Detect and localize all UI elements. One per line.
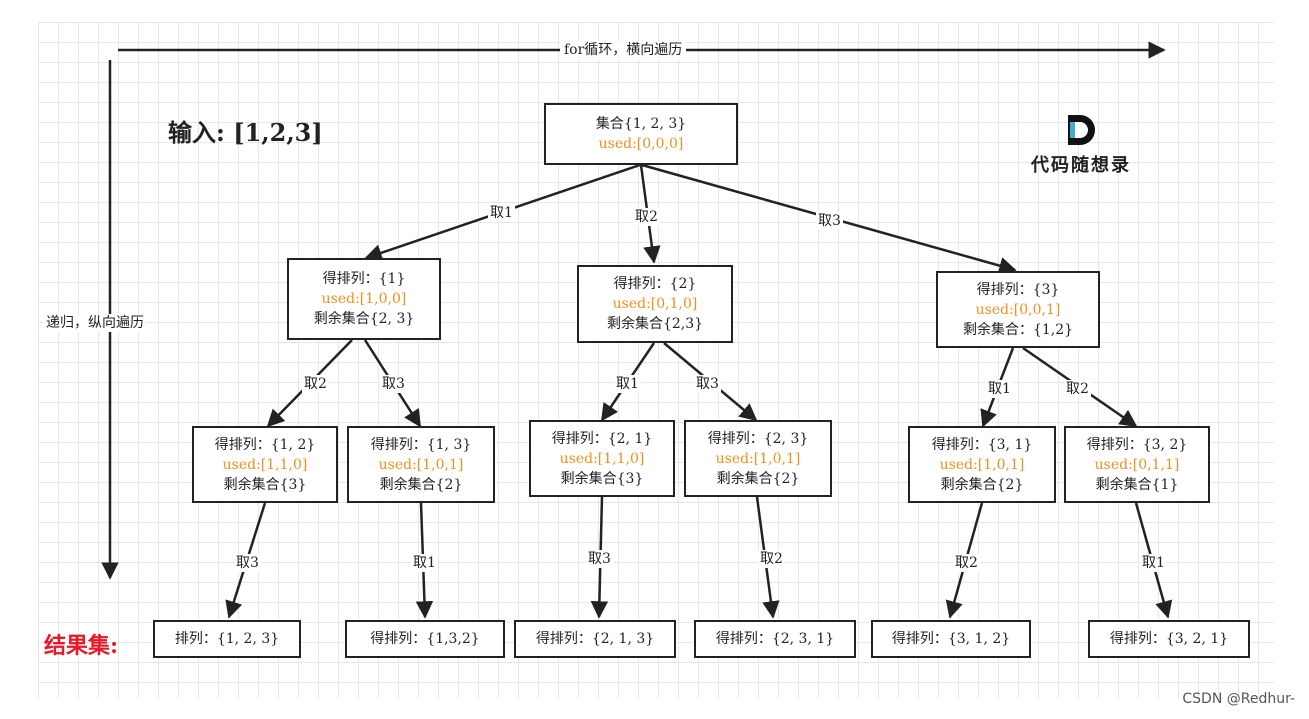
result-node-132: 得排列：{1,3,2} [345, 620, 505, 658]
node-used-text: used:[1,0,1] [715, 450, 801, 467]
node-used-text: used:[0,1,1] [1094, 456, 1180, 473]
input-label: 输入: [1,2,3] [168, 118, 323, 147]
edge-label-l1-2-a: 取1 [614, 375, 641, 393]
node-used-text: used:[1,1,0] [222, 456, 308, 473]
node-permutation-text: 得排列：{2} [613, 276, 697, 292]
result-node-123: 排列：{1, 2, 3} [153, 620, 301, 658]
result-permutation-text: 得排列：{2, 3, 1} [715, 631, 835, 647]
node-used-text: used:[0,0,1] [975, 301, 1061, 318]
result-node-213: 得排列：{2, 1, 3} [514, 620, 676, 658]
node-l1-3: 得排列：{3} used:[0,0,1] 剩余集合：{1,2} [936, 271, 1100, 348]
node-remaining-text: 剩余集合{2, 3} [313, 311, 415, 327]
node-root: 集合{1, 2, 3} used:[0,0,0] [544, 103, 738, 165]
edge-label-l1-3-a: 取1 [986, 380, 1013, 398]
node-l2-21: 得排列：{2, 1} used:[1,1,0] 剩余集合{3} [529, 420, 675, 497]
edge-label-l1-3-b: 取2 [1064, 380, 1091, 398]
node-l2-23: 得排列：{2, 3} used:[1,0,1] 剩余集合{2} [684, 420, 832, 497]
edge-label-l1-2-b: 取3 [694, 375, 721, 393]
node-used-text: used:[0,0,0] [598, 136, 684, 152]
edge-label-l1-1-b: 取3 [380, 375, 407, 393]
node-remaining-text: 剩余集合{1} [1095, 476, 1179, 493]
node-l2-13: 得排列：{1, 3} used:[1,0,1] 剩余集合{2} [347, 426, 495, 503]
edge-label-l2-13-r: 取1 [411, 554, 438, 572]
result-set-label: 结果集: [44, 633, 119, 659]
edge-label-l2-12-r: 取3 [234, 554, 261, 572]
node-l2-32: 得排列：{3, 2} used:[0,1,1] 剩余集合{1} [1064, 426, 1210, 503]
node-permutation-text: 得排列：{1, 2} [214, 436, 316, 453]
node-used-text: used:[0,1,0] [612, 296, 698, 312]
node-remaining-text: 剩余集合{2,3} [606, 316, 704, 332]
node-used-text: used:[1,0,1] [378, 456, 464, 473]
horizontal-axis-label: for循环，横向遍历 [560, 41, 687, 59]
node-permutation-text: 得排列：{3} [976, 281, 1060, 298]
result-permutation-text: 得排列：{1,3,2} [370, 631, 480, 647]
edge-label-l2-31-r: 取2 [953, 554, 980, 572]
node-remaining-text: 剩余集合：{1,2} [962, 321, 1074, 338]
logo: 代码随想录 [1026, 113, 1136, 177]
edge-label-root-l1-2: 取2 [633, 208, 660, 226]
node-permutation-text: 得排列：{1} [322, 271, 406, 287]
node-remaining-text: 剩余集合{3} [223, 476, 307, 493]
watermark: CSDN @Redhur- [1182, 691, 1295, 707]
result-node-312: 得排列：{3, 1, 2} [871, 620, 1031, 658]
node-l2-31: 得排列：{3, 1} used:[1,0,1] 剩余集合{2} [908, 426, 1056, 503]
result-node-231: 得排列：{2, 3, 1} [694, 620, 856, 658]
logo-text: 代码随想录 [1031, 155, 1131, 176]
edge-label-root-l1-3: 取3 [816, 212, 843, 230]
result-permutation-text: 排列：{1, 2, 3} [174, 631, 280, 647]
node-l1-1: 得排列：{1} used:[1,0,0] 剩余集合{2, 3} [287, 258, 441, 340]
node-l2-12: 得排列：{1, 2} used:[1,1,0] 剩余集合{3} [192, 426, 338, 503]
edge-label-root-l1-1: 取1 [488, 204, 515, 222]
result-permutation-text: 得排列：{3, 2, 1} [1109, 631, 1229, 647]
vertical-axis-label: 递归，纵向遍历 [44, 314, 146, 332]
node-remaining-text: 剩余集合{2} [379, 476, 463, 493]
node-used-text: used:[1,0,0] [321, 291, 407, 307]
result-permutation-text: 得排列：{2, 1, 3} [535, 631, 655, 647]
node-set-text: 集合{1, 2, 3} [595, 116, 687, 132]
node-remaining-text: 剩余集合{2} [716, 470, 800, 487]
result-permutation-text: 得排列：{3, 1, 2} [891, 631, 1011, 647]
node-l1-2: 得排列：{2} used:[0,1,0] 剩余集合{2,3} [577, 265, 733, 343]
logo-d-icon [1068, 115, 1095, 145]
node-permutation-text: 得排列：{1, 3} [370, 436, 472, 453]
edge-label-l2-32-r: 取1 [1140, 554, 1167, 572]
node-permutation-text: 得排列：{2, 3} [707, 430, 809, 447]
result-node-321: 得排列：{3, 2, 1} [1088, 620, 1250, 658]
edge-label-l2-23-r: 取2 [758, 550, 785, 568]
node-used-text: used:[1,1,0] [559, 450, 645, 467]
edge-label-l1-1-a: 取2 [302, 375, 329, 393]
node-used-text: used:[1,0,1] [939, 456, 1025, 473]
node-remaining-text: 剩余集合{2} [940, 476, 1024, 493]
node-remaining-text: 剩余集合{3} [560, 470, 644, 487]
node-permutation-text: 得排列：{2, 1} [551, 430, 653, 447]
node-permutation-text: 得排列：{3, 2} [1086, 436, 1188, 453]
edge-label-l2-21-r: 取3 [586, 550, 613, 568]
node-permutation-text: 得排列：{3, 1} [931, 436, 1033, 453]
